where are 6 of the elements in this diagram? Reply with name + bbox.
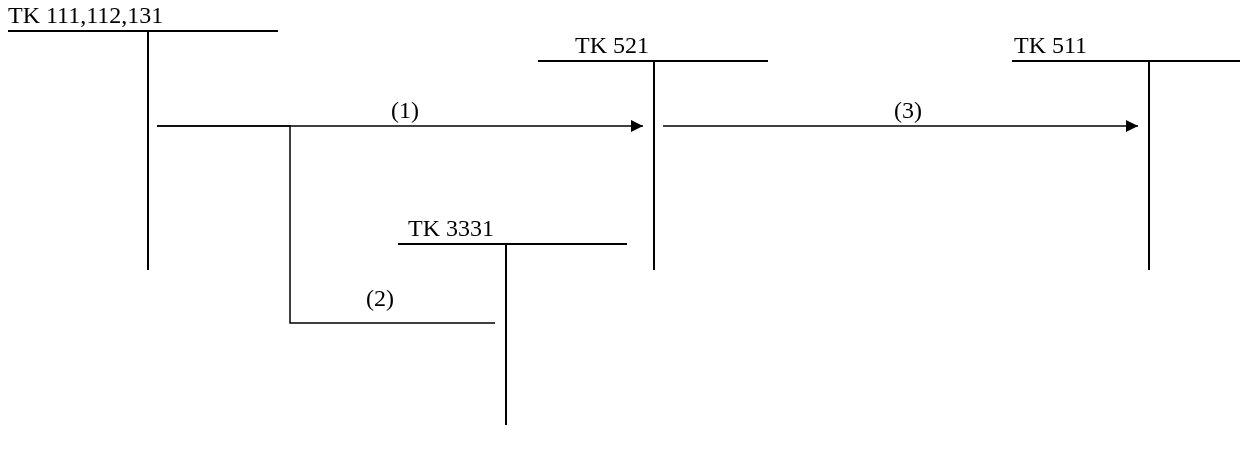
account-title: TK 521 <box>575 31 649 59</box>
account-title: TK 3331 <box>408 214 494 242</box>
account-title: TK 111,112,131 <box>8 1 164 29</box>
arrow <box>662 120 1139 132</box>
connector-line <box>156 125 496 324</box>
account-title: TK 511 <box>1014 31 1088 59</box>
